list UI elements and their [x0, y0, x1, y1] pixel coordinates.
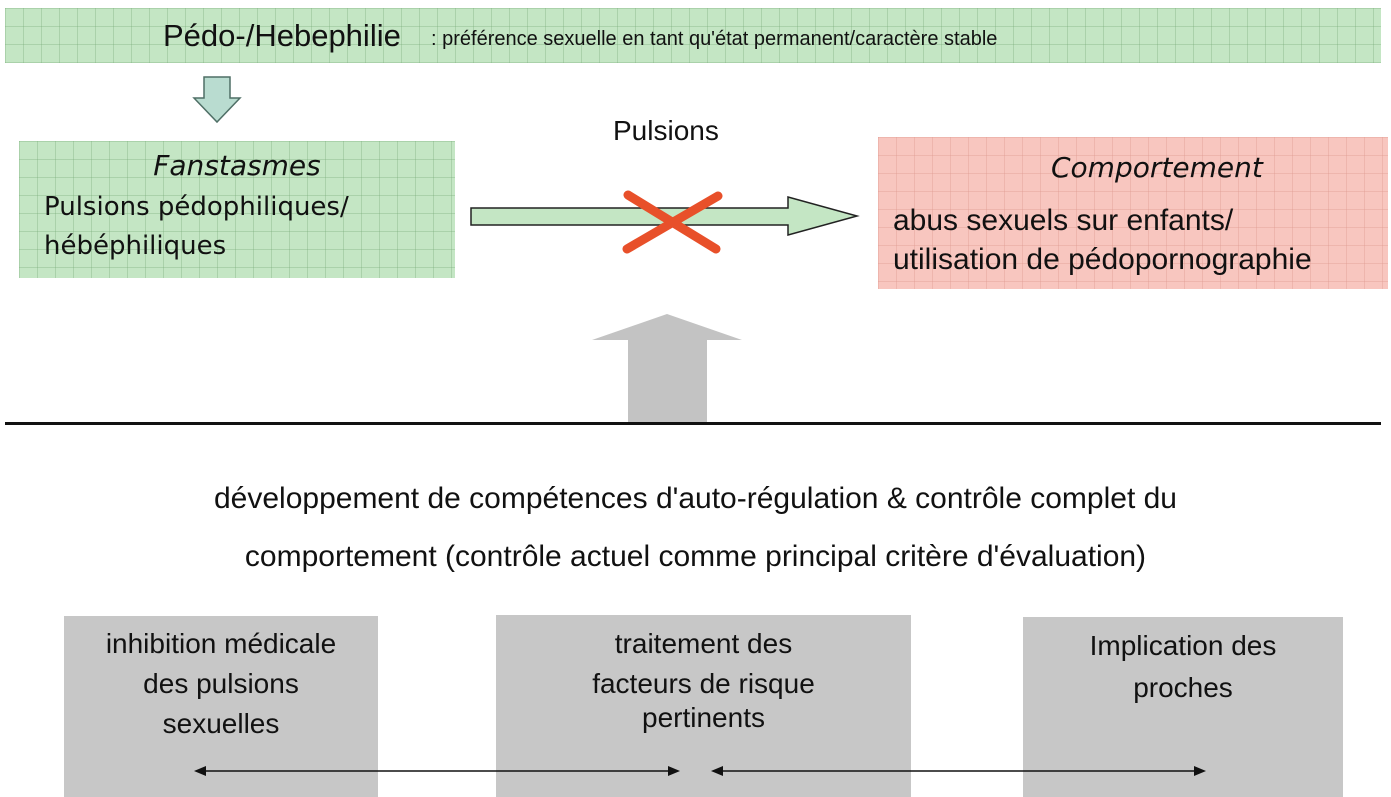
box-medical-line-3: sexuelles [162, 708, 280, 739]
box-medical-line-2: des pulsions [143, 668, 299, 699]
box-risk-line-1: traitement des [614, 628, 793, 659]
center-text: développement de compétences d'auto-régu… [0, 470, 1391, 586]
box-medical-inhibition: inhibition médicale des pulsions sexuell… [64, 616, 378, 797]
center-text-line-2: comportement (contrôle actuel comme prin… [244, 540, 1147, 573]
double-arrow-icon [194, 766, 680, 776]
double-arrow-icon [711, 766, 1206, 776]
fantasy-line-1: Pulsions pédophiliques/ [44, 192, 349, 222]
box-medical-line-1: inhibition médicale [105, 628, 337, 659]
behavior-line-1: abus sexuels sur enfants/ [893, 204, 1234, 237]
banner-title: Pédo-/Hebephilie [163, 18, 401, 53]
top-banner: Pédo-/Hebephilie : préférence sexuelle e… [5, 8, 1381, 63]
banner-subtitle: : préférence sexuelle en tant qu'état pe… [431, 28, 998, 50]
behavior-heading: Comportement [1051, 151, 1263, 184]
behavior-box: Comportement abus sexuels sur enfants/ u… [878, 137, 1388, 289]
cross-icon [622, 190, 723, 254]
fantasy-line-2: hébéphiliques [44, 231, 227, 261]
box-family-involvement: Implication des proches [1023, 617, 1343, 797]
down-arrow-icon [192, 76, 242, 124]
center-text-line-1: développement de compétences d'auto-régu… [213, 482, 1177, 515]
box-family-line-1: Implication des [1089, 630, 1277, 661]
box-risk-line-3: pertinents [642, 702, 765, 733]
box-family-line-2: proches [1133, 672, 1233, 703]
fantasy-heading: Fanstasmes [153, 149, 321, 182]
behavior-line-2: utilisation de pédopornographie [893, 243, 1312, 276]
box-risk-line-2: facteurs de risque [592, 668, 815, 699]
fantasy-box: Fanstasmes Pulsions pédophiliques/ hébép… [19, 141, 455, 278]
up-arrow-icon [592, 314, 742, 422]
box-risk-factors: traitement des facteurs de risque pertin… [496, 615, 911, 797]
divider-line [5, 422, 1381, 425]
pulsions-label: Pulsions [613, 115, 719, 146]
